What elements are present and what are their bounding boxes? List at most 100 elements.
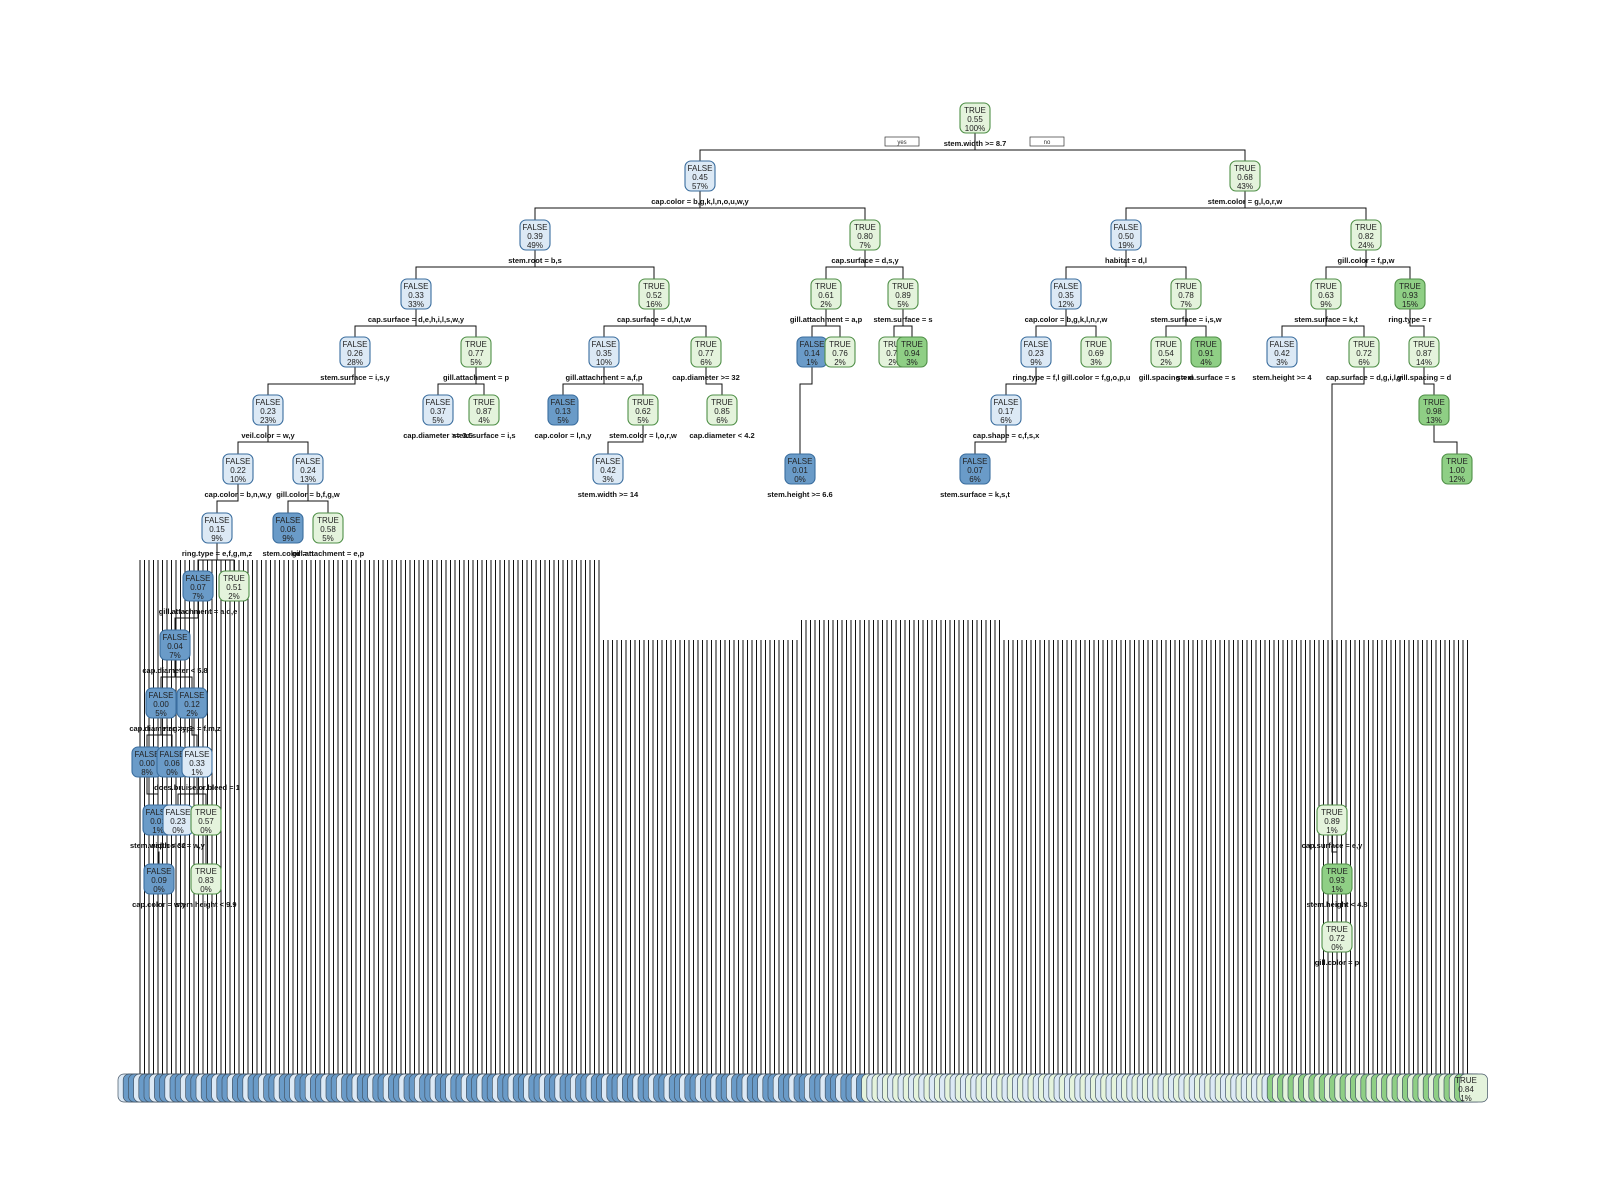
node-text: FALSE	[146, 808, 171, 817]
split-label: stem.width >= 14	[578, 490, 639, 499]
node-text: FALSE	[135, 750, 160, 759]
node-text: 0.01	[792, 466, 808, 475]
node-text: TRUE	[1315, 282, 1337, 291]
tree-edge	[1331, 367, 1365, 805]
node-text: 0.06	[280, 525, 296, 534]
node-text: FALSE	[256, 398, 281, 407]
node-text: TRUE	[1446, 457, 1468, 466]
node-text: TRUE	[1321, 808, 1343, 817]
split-label: does.bruise.or.bleed = 1	[154, 783, 240, 792]
node-box	[1321, 863, 1353, 895]
node-text: 0.85	[714, 407, 730, 416]
node-text: 0.58	[320, 525, 336, 534]
node-text: FALSE	[276, 516, 301, 525]
node-text: 1%	[1331, 885, 1343, 894]
node-box	[1408, 336, 1440, 368]
node-text: 0%	[153, 885, 165, 894]
node-text: 0.09	[151, 876, 167, 885]
node-box	[182, 570, 214, 602]
node-text: 0.54	[1158, 349, 1174, 358]
node-text: 0.76	[832, 349, 848, 358]
node-text: 5%	[470, 358, 482, 367]
node-text: TRUE	[1085, 340, 1107, 349]
node-box	[1229, 160, 1261, 192]
node-text: 0.04	[167, 642, 183, 651]
node-text: TRUE	[465, 340, 487, 349]
split-label: stem.surface = k,s,t	[940, 490, 1010, 499]
node-text: 6%	[1000, 416, 1012, 425]
node-text: 3%	[1090, 358, 1102, 367]
tree-edge	[534, 250, 655, 279]
node-text: 0.68	[1237, 173, 1253, 182]
node-text: 0.78	[1178, 291, 1194, 300]
node-text: 7%	[192, 592, 204, 601]
node-text: 16%	[646, 300, 662, 309]
node-text: TRUE	[195, 867, 217, 876]
split-label: veil.color = w,y	[241, 431, 295, 440]
node-box	[292, 453, 324, 485]
node-box	[1348, 336, 1380, 368]
node-text: FALSE	[596, 457, 621, 466]
node-text: TRUE	[317, 516, 339, 525]
node-text: 24%	[1358, 241, 1374, 250]
node-text: 0.98	[1426, 407, 1442, 416]
node-box	[1266, 336, 1298, 368]
node-text: 6%	[716, 416, 728, 425]
node-text: 2%	[888, 358, 900, 367]
node-text: 0%	[166, 768, 178, 777]
node-text: 0.63	[1318, 291, 1334, 300]
node-text: 43%	[1237, 182, 1253, 191]
node-text: 0.00	[139, 759, 155, 768]
tree-edge	[475, 367, 485, 395]
tree-edge	[1125, 250, 1187, 279]
node-text: 2%	[1160, 358, 1172, 367]
node-text: FALSE	[788, 457, 813, 466]
split-label: gill.attachment = e,p	[292, 549, 365, 558]
split-label: stem.width >= 8.7	[944, 139, 1007, 148]
node-text: 0%	[200, 826, 212, 835]
node-text: 0.50	[1118, 232, 1134, 241]
node-box	[1150, 336, 1182, 368]
split-label: cap.shape = c,f,s,x	[973, 431, 1040, 440]
node-box	[896, 336, 928, 368]
node-box	[684, 160, 716, 192]
node-text: 3%	[602, 475, 614, 484]
node-text: 0.62	[635, 407, 651, 416]
node-box	[887, 278, 919, 310]
node-text: TRUE	[632, 398, 654, 407]
node-text: 0.35	[1058, 291, 1074, 300]
node-text: TRUE	[815, 282, 837, 291]
node-text: 0.26	[347, 349, 363, 358]
node-text: 33%	[408, 300, 424, 309]
node-text: TRUE	[711, 398, 733, 407]
tree-edge	[974, 425, 1007, 454]
node-text: 15%	[1402, 300, 1418, 309]
node-text: FALSE	[149, 691, 174, 700]
node-text: 0.93	[1402, 291, 1418, 300]
tree-edge	[1409, 309, 1425, 337]
node-text: 0.23	[1028, 349, 1044, 358]
tree-edge	[216, 484, 239, 513]
tree-edge	[1365, 250, 1411, 279]
node-text: FALSE	[1024, 340, 1049, 349]
node-box	[1321, 921, 1353, 953]
node-text: FALSE	[426, 398, 451, 407]
node-box	[1170, 278, 1202, 310]
